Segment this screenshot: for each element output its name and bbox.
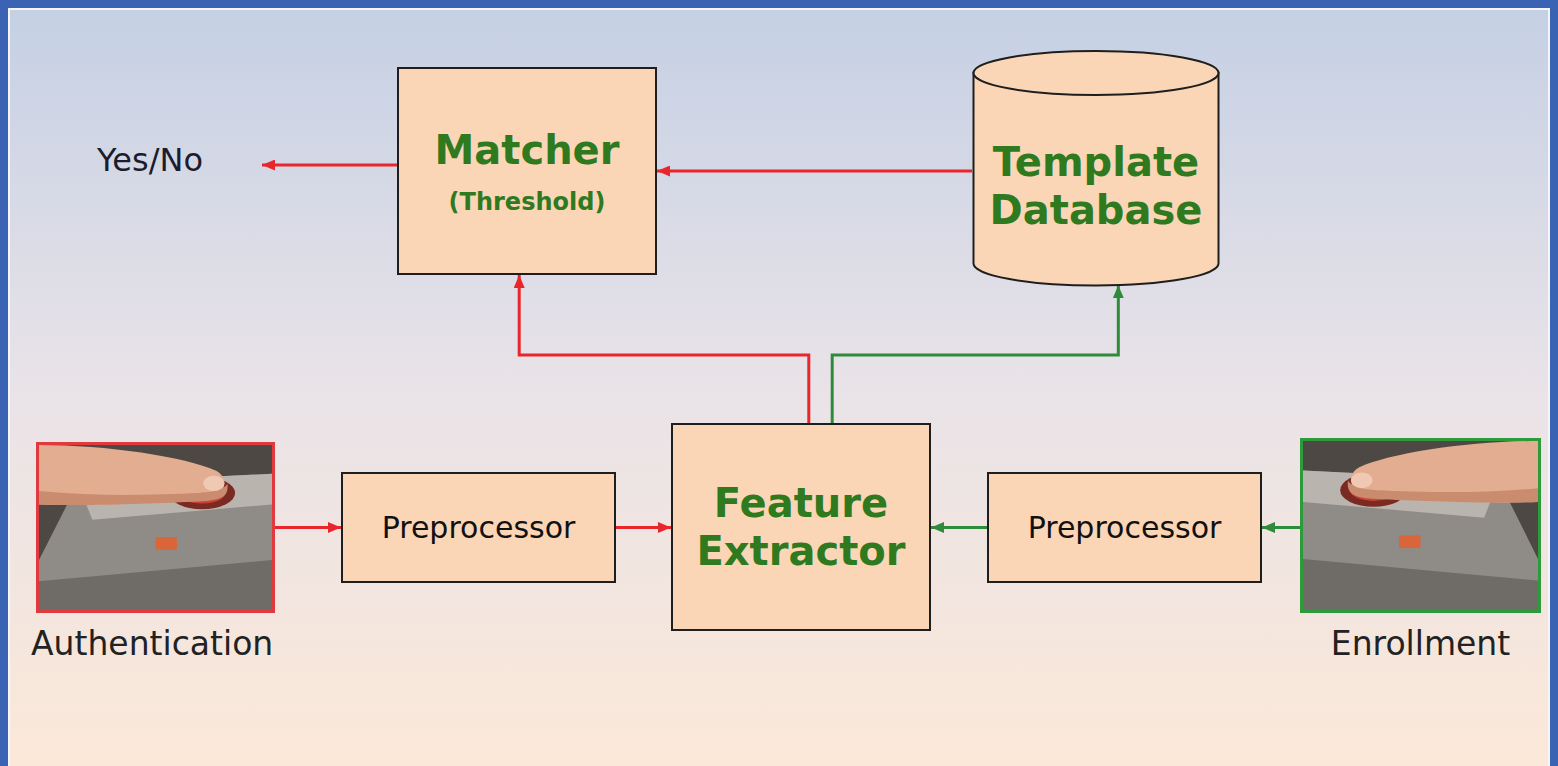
scanner-illustration-group — [1303, 441, 1538, 610]
finger-nail — [1351, 472, 1373, 488]
finger-shade — [39, 483, 228, 505]
photo-caption: Enrollment — [1331, 624, 1510, 664]
photo-ground — [1303, 441, 1538, 610]
finger-nail — [203, 476, 224, 491]
scanner-sticker — [156, 537, 177, 549]
process-box: Preprocessor — [987, 472, 1262, 583]
scanner-illustration — [1303, 441, 1538, 610]
database-cylinder: Template Database — [972, 50, 1220, 287]
process-box: Preprocessor — [341, 472, 616, 583]
box-title: Preprocessor — [999, 510, 1250, 546]
flow-arrow — [616, 526, 671, 529]
caption-holder: Authentication — [31, 624, 273, 664]
caption-holder: Enrollment — [1331, 624, 1510, 664]
photo-ground — [39, 445, 272, 610]
scanner-front — [1303, 559, 1538, 610]
process-box: Feature Extractor — [671, 423, 931, 631]
box-title: Template Database — [984, 138, 1208, 234]
output-arrow — [262, 164, 397, 167]
scanner-photo: Authentication — [36, 442, 275, 613]
cylinder-top — [974, 51, 1219, 95]
scanner-illustration-group — [39, 445, 272, 610]
matcher-box: Matcher (Threshold) — [397, 67, 657, 275]
finger-shade — [1348, 480, 1538, 502]
flow-arrow — [832, 285, 1118, 423]
box-title: Matcher — [409, 126, 645, 174]
output-label: Yes/No — [97, 141, 203, 179]
scanner-front — [39, 560, 272, 610]
scanner-illustration — [39, 445, 272, 610]
cylinder-body — [974, 72, 1219, 285]
box-title: Feature Extractor — [683, 479, 919, 575]
database-label-area: Template Database — [972, 94, 1220, 287]
flow-arrow — [657, 170, 972, 173]
box-title: Preprocessor — [353, 510, 604, 546]
flow-arrow — [931, 526, 987, 529]
box-subtitle: (Threshold) — [409, 188, 645, 217]
photo-caption: Authentication — [31, 624, 273, 664]
flow-arrow — [1262, 526, 1300, 529]
flow-arrow — [275, 526, 341, 529]
scanner-photo: Enrollment — [1300, 438, 1541, 613]
flow-arrow — [519, 275, 809, 423]
scanner-sticker — [1399, 535, 1421, 548]
